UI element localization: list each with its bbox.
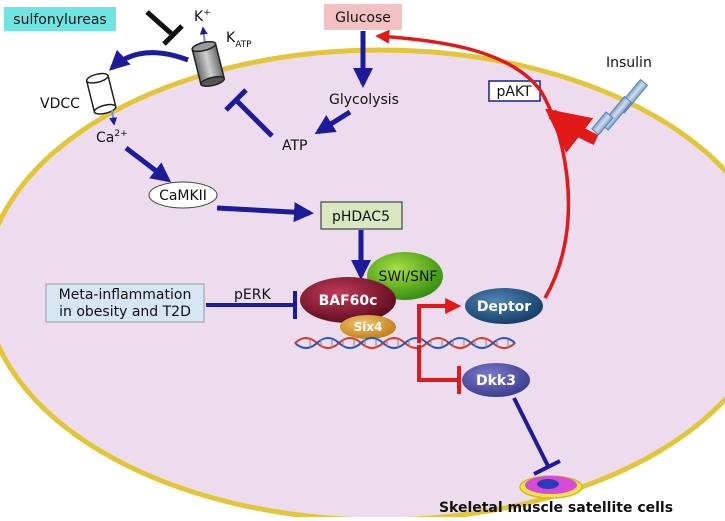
satellite-cell-icon [519, 475, 583, 499]
camkii-label: CaMKII [159, 188, 207, 204]
sulfonylureas-box [4, 7, 116, 31]
dna-to-deptor-arrow [417, 298, 462, 343]
vdcc-label: VDCC [40, 96, 80, 112]
six4-node [340, 315, 396, 339]
phdac5-label: pHDAC5 [332, 209, 390, 225]
dkk3-label: Dkk3 [476, 373, 516, 389]
sulfonylureas-inhibition [145, 10, 176, 38]
atp-inhibits-katp-bar [224, 88, 248, 112]
glucose-label: Glucose [335, 10, 391, 26]
katp-label: KATP [226, 30, 252, 50]
atp-inhibits-katp [234, 98, 274, 138]
dna-inhibits-dkk3 [417, 345, 458, 382]
katp-channel [191, 40, 226, 88]
baf60c-node [300, 277, 396, 323]
meta-inflammation-line2: in obesity and T2D [59, 304, 191, 320]
ca-influx-arrow [109, 109, 118, 126]
insulin-label: Insulin [606, 55, 652, 71]
baf60c-label: BAF60c [319, 293, 378, 309]
sulfonylureas-inhibition-bar [162, 24, 184, 46]
meta-inflammation-line1: Meta-inflammation [59, 287, 192, 303]
pakt-to-glucose-arrow [375, 29, 571, 299]
glycolysis-to-atp-arrow [314, 109, 352, 135]
camkii-to-phdac5-arrow [216, 202, 314, 223]
satellite-cells-label: Skeletal muscle satellite cells [439, 500, 673, 516]
deptor-label: Deptor [477, 299, 531, 315]
six4-label: Six4 [354, 320, 383, 334]
atp-label: ATP [282, 138, 307, 154]
meta-inflammation-box [45, 283, 205, 323]
swisnf-label: SWI/SNF [379, 269, 438, 285]
phdac5-box [320, 201, 403, 230]
ca-to-camkii-arrow [124, 146, 172, 183]
perk-label: pERK [234, 287, 271, 303]
insulin-to-pakt-arrow [545, 108, 599, 153]
glucose-box [324, 4, 402, 30]
ca-ion-label: Ca2+ [96, 129, 128, 146]
dkk3-node [462, 363, 530, 397]
camkii-node [148, 181, 218, 209]
deptor-node [465, 288, 543, 324]
k-ion-label: K+ [194, 8, 211, 25]
dkk3-inhibits-satellite [512, 397, 550, 467]
dkk3-inhibits-satellite-bar [533, 459, 561, 476]
pakt-label: pAKT [496, 84, 532, 100]
vdcc-channel [85, 72, 117, 115]
glycolysis-label: Glycolysis [329, 92, 399, 108]
k-efflux-arrow [199, 26, 208, 45]
insulin-receptor-icon [591, 78, 649, 136]
sulfonylureas-label: sulfonylureas [13, 12, 106, 28]
katp-to-vdcc-arrow [109, 49, 189, 71]
